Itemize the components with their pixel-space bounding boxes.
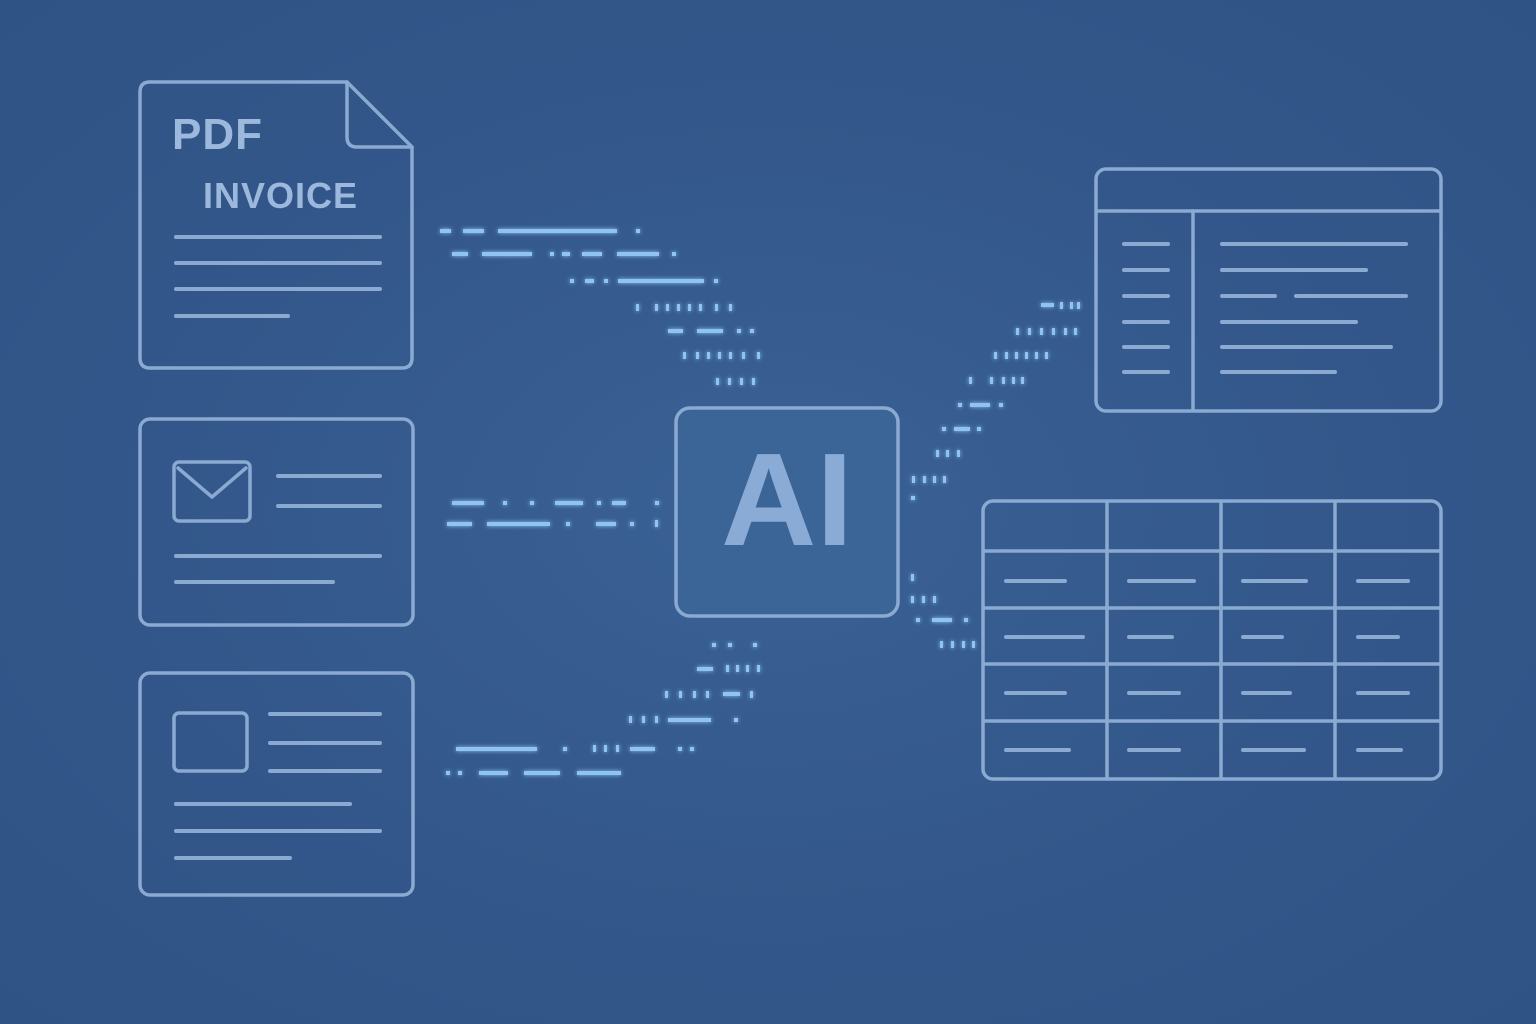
structured-table-output <box>981 499 1443 781</box>
email-document <box>138 417 415 627</box>
email-to-ai-flow <box>447 501 659 527</box>
ai-processor-box <box>674 406 900 618</box>
image-document <box>138 671 415 897</box>
image-doc-to-ai-flow <box>446 643 760 775</box>
envelope-icon <box>172 460 252 523</box>
ai-to-table-flow <box>911 574 975 648</box>
structured-form-output <box>1094 167 1443 413</box>
pdf-type-label: PDF <box>172 110 263 159</box>
ai-label: AI <box>721 426 853 573</box>
pdf-to-ai-flow <box>440 229 760 385</box>
invoice-title: INVOICE <box>203 175 359 216</box>
pdf-invoice-document <box>138 80 414 370</box>
image-placeholder-icon <box>172 711 249 773</box>
ai-to-form-flow <box>911 302 1080 500</box>
